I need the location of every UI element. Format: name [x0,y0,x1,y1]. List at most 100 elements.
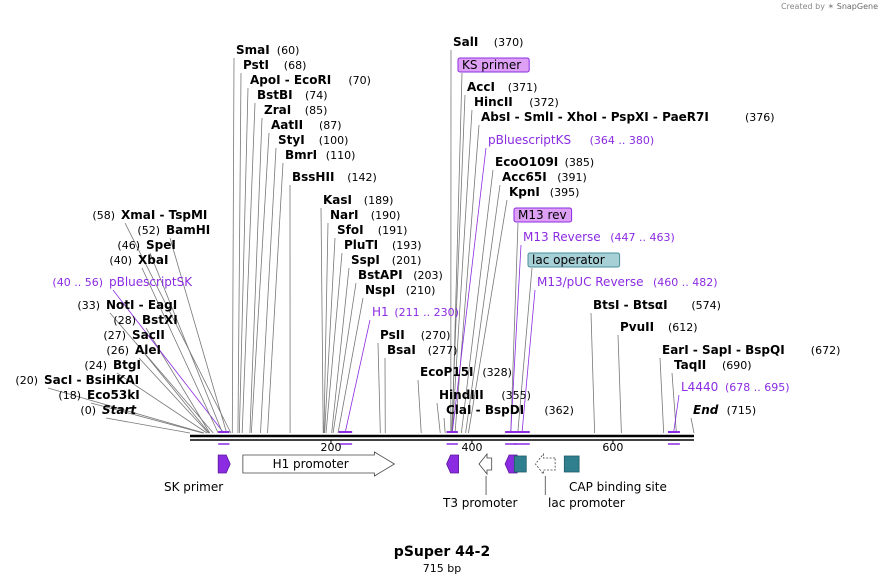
site-label-acc65i: Acc65I [502,170,547,184]
site-position-sali: (370) [494,36,524,49]
site-label-hindiii: HindIII [439,388,484,402]
site-leader-line [237,72,242,434]
site-leader-line [510,222,519,434]
site-label-psti: PstI [243,58,269,72]
label-box-m13-rev [513,207,573,223]
site-leader-line [320,207,324,434]
site-position-acci: (371) [508,81,538,94]
ruler-tick-label: 400 [461,441,482,454]
site-leader-line [454,124,480,434]
site-leader-line [331,267,350,434]
created-by-text: Created by [780,2,825,11]
site-label-apoi-ecori: ApoI - EcoRI [250,73,331,87]
site-label-saci-bsihkai: SacI - BsiHKAI [44,373,139,387]
site-position-pluti: (193) [392,239,422,252]
site-label-pluti: PluTI [344,238,378,252]
site-leader-line [377,342,381,434]
site-leader-line [659,357,665,434]
site-position-zrai: (85) [305,104,328,117]
site-label-kpni: KpnI [509,185,540,199]
site-position-xmai-tspmi: (58) [92,209,115,222]
site-label-ks-primer: KS primer [462,58,521,72]
site-position-nari: (190) [371,209,401,222]
site-position-taqii: (690) [722,359,752,372]
site-position-ecop15i: (328) [482,366,512,379]
site-label-kasi: KasI [323,193,352,207]
site-position-psii: (270) [421,329,451,342]
site-label-bstapi: BstAPI [358,268,403,282]
site-leader-line [325,252,343,434]
site-position-xbai: (40) [109,254,132,267]
site-label-bmri: BmrI [285,148,317,162]
site-label-nspi: NspI [365,283,395,297]
site-label-noti-eagi: NotI - EagI [106,298,177,312]
site-leader-line [250,132,270,434]
site-label-sali: SalI [453,35,478,49]
site-label-nari: NarI [330,208,359,222]
site-leader-line [138,357,209,434]
site-label-pbluescriptsk: pBluescriptSK [109,275,193,289]
site-label-m13-puc-reverse: M13/pUC Reverse [537,275,644,289]
site-position-bstbi: (74) [305,89,328,102]
site-label-clai-bspdi: ClaI - BspDI [446,403,524,417]
site-label-styi: StyI [278,133,305,147]
site-label-lac-operator: lac operator [532,253,605,267]
plasmid-name: pSuper 44-2 [393,544,491,560]
site-leader-line [109,312,214,434]
site-label-eco53ki: Eco53kI [87,388,140,402]
site-leader-line [112,289,225,434]
site-position-h1: (211 .. 230) [394,306,459,319]
site-position-acc65i: (391) [557,171,587,184]
label-box-ks-primer [457,57,530,73]
plasmid-length: 715 bp [422,562,462,575]
site-leader-line [451,109,473,434]
site-label-absi-smli-xhoi-pspxi-paer7i: AbsI - SmlI - XhoI - PspXI - PaeR7I [481,110,709,124]
site-position-bstxi: (28) [113,314,136,327]
site-label-bamhi: BamHI [166,223,210,237]
site-leader-line [673,394,680,434]
site-leader-line [451,94,466,434]
site-label-xbai: XbaI [138,253,168,267]
site-position-spei: (46) [117,239,140,252]
site-position-bamhi: (52) [137,224,160,237]
feature-label-lac-promoter: lac promoter [548,496,625,510]
site-label-h1: H1 [372,305,389,319]
site-leader-line [417,379,422,434]
site-leader-line [105,417,191,434]
site-position-m13-puc-reverse: (460 .. 482) [653,276,718,289]
site-leader-line [135,342,210,434]
site-position-clai-bspdi: (362) [544,404,574,417]
site-position-psti: (68) [284,59,307,72]
snapgene-brand-name: SnapGene [836,2,878,11]
snapgene-logo-icon: ✶ [827,2,835,11]
site-label-sfoi: SfoI [337,223,364,237]
site-label-start: Start [102,403,137,417]
site-leader-line [116,372,208,434]
site-leader-line [517,267,533,434]
site-label-alei: AleI [135,343,161,357]
feature-label-t3-promoter: T3 promoter [442,496,518,510]
site-position-start: (0) [80,404,96,417]
label-box-lac-operator [527,252,621,268]
site-label-hincii: HincII [474,95,513,109]
site-label-bstbi: BstBI [257,88,293,102]
site-leader-line [617,334,622,434]
site-leader-line [590,312,596,434]
site-label-m13-reverse: M13 Reverse [523,230,601,244]
site-leader-line [149,252,223,434]
site-position-pbluescriptks: (364 .. 380) [590,134,655,147]
site-label-psii: PsII [380,328,405,342]
site-leader-line [324,237,336,434]
site-label-bsai: BsaI [387,343,416,357]
site-label-m13-rev: M13 rev [518,208,567,222]
site-position-alei: (26) [106,344,129,357]
feature-unlabeled-primer-arrow [446,454,459,474]
site-leader-line [141,267,219,434]
site-leader-line [671,372,677,434]
feature-lac-promoter [534,452,556,476]
feature-sk-primer [217,454,231,474]
site-leader-line [47,387,205,434]
site-leader-line [451,147,487,434]
site-label-eari-sapi-bspqi: EarI - SapI - BspQI [662,343,785,357]
